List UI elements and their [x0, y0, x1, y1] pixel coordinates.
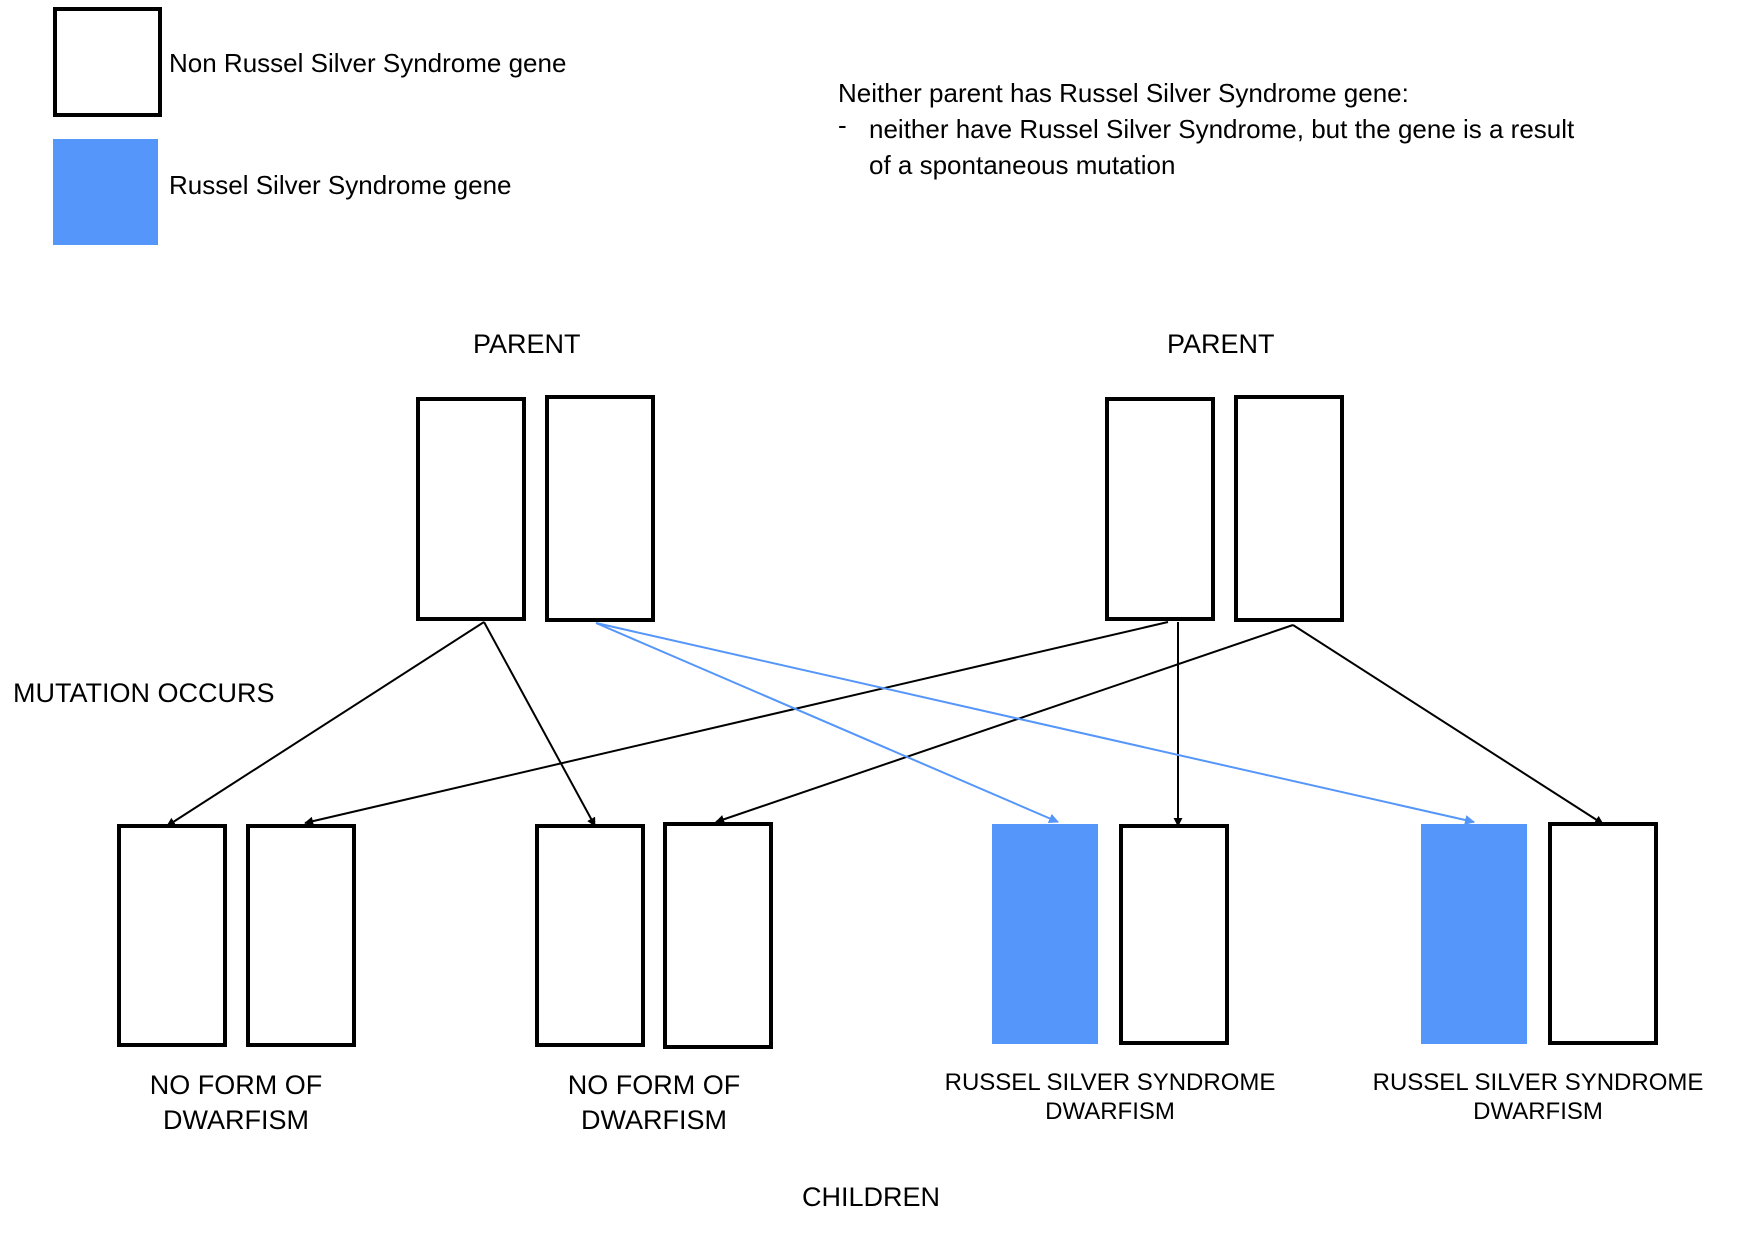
- arrow-p2g2-to-child4g2: [1292, 624, 1604, 825]
- legend-normal-swatch: [53, 7, 162, 117]
- child-3-caption-line-1: RUSSEL SILVER SYNDROME: [944, 1069, 1276, 1096]
- legend-affected-swatch: [53, 139, 158, 245]
- child-4-caption: RUSSEL SILVER SYNDROME DWARFISM: [1338, 1068, 1738, 1127]
- note-bullet: -: [838, 110, 847, 140]
- arrow-p2g2-to-child2g2: [715, 624, 1294, 824]
- child-2-gene-2: [663, 822, 773, 1049]
- legend-normal-label: Non Russel Silver Syndrome gene: [169, 48, 567, 78]
- child-1-caption-line-2: DWARFISM: [163, 1104, 309, 1135]
- parent-2-gene-2: [1234, 395, 1344, 622]
- parent-2-gene-1: [1105, 397, 1215, 621]
- arrow-p1g1-to-child2g1: [483, 621, 596, 827]
- child-3-gene-1-affected: [992, 824, 1098, 1044]
- arrow-p2g1-to-child1g2: [304, 621, 1169, 826]
- child-1-gene-1: [117, 824, 227, 1047]
- parent-1-gene-1: [416, 397, 526, 621]
- arrow-p1g1-to-child1g1: [166, 621, 485, 827]
- child-1-caption-line-1: NO FORM OF: [149, 1070, 323, 1100]
- legend-affected-label: Russel Silver Syndrome gene: [169, 170, 512, 200]
- parent-1-label: PARENT: [473, 329, 581, 359]
- note-line-3: of a spontaneous mutation: [869, 150, 1176, 180]
- mutation-label: MUTATION OCCURS: [13, 678, 275, 708]
- child-2-gene-1: [535, 824, 645, 1047]
- child-4-gene-2: [1548, 822, 1658, 1045]
- child-4-gene-1-affected: [1421, 824, 1527, 1044]
- note-line-1: Neither parent has Russel Silver Syndrom…: [838, 78, 1409, 108]
- child-1-caption: NO FORM OF DWARFISM: [86, 1068, 386, 1137]
- child-2-caption-line-1: NO FORM OF: [567, 1070, 741, 1100]
- child-2-caption: NO FORM OF DWARFISM: [504, 1068, 804, 1137]
- parent-2-label: PARENT: [1167, 329, 1275, 359]
- parent-1-gene-2: [545, 395, 655, 622]
- children-label: CHILDREN: [802, 1182, 941, 1212]
- mutation-arrow-to-child4: [595, 622, 1475, 825]
- child-4-caption-line-1: RUSSEL SILVER SYNDROME: [1372, 1069, 1704, 1096]
- mutation-arrow-to-child3: [595, 622, 1059, 824]
- child-3-gene-2: [1119, 824, 1229, 1045]
- child-3-caption-line-2: DWARFISM: [1045, 1098, 1175, 1126]
- child-2-caption-line-2: DWARFISM: [581, 1104, 727, 1135]
- child-3-caption: RUSSEL SILVER SYNDROME DWARFISM: [910, 1068, 1310, 1127]
- child-4-caption-line-2: DWARFISM: [1473, 1098, 1603, 1126]
- child-1-gene-2: [246, 824, 356, 1047]
- note-line-2: neither have Russel Silver Syndrome, but…: [869, 114, 1575, 144]
